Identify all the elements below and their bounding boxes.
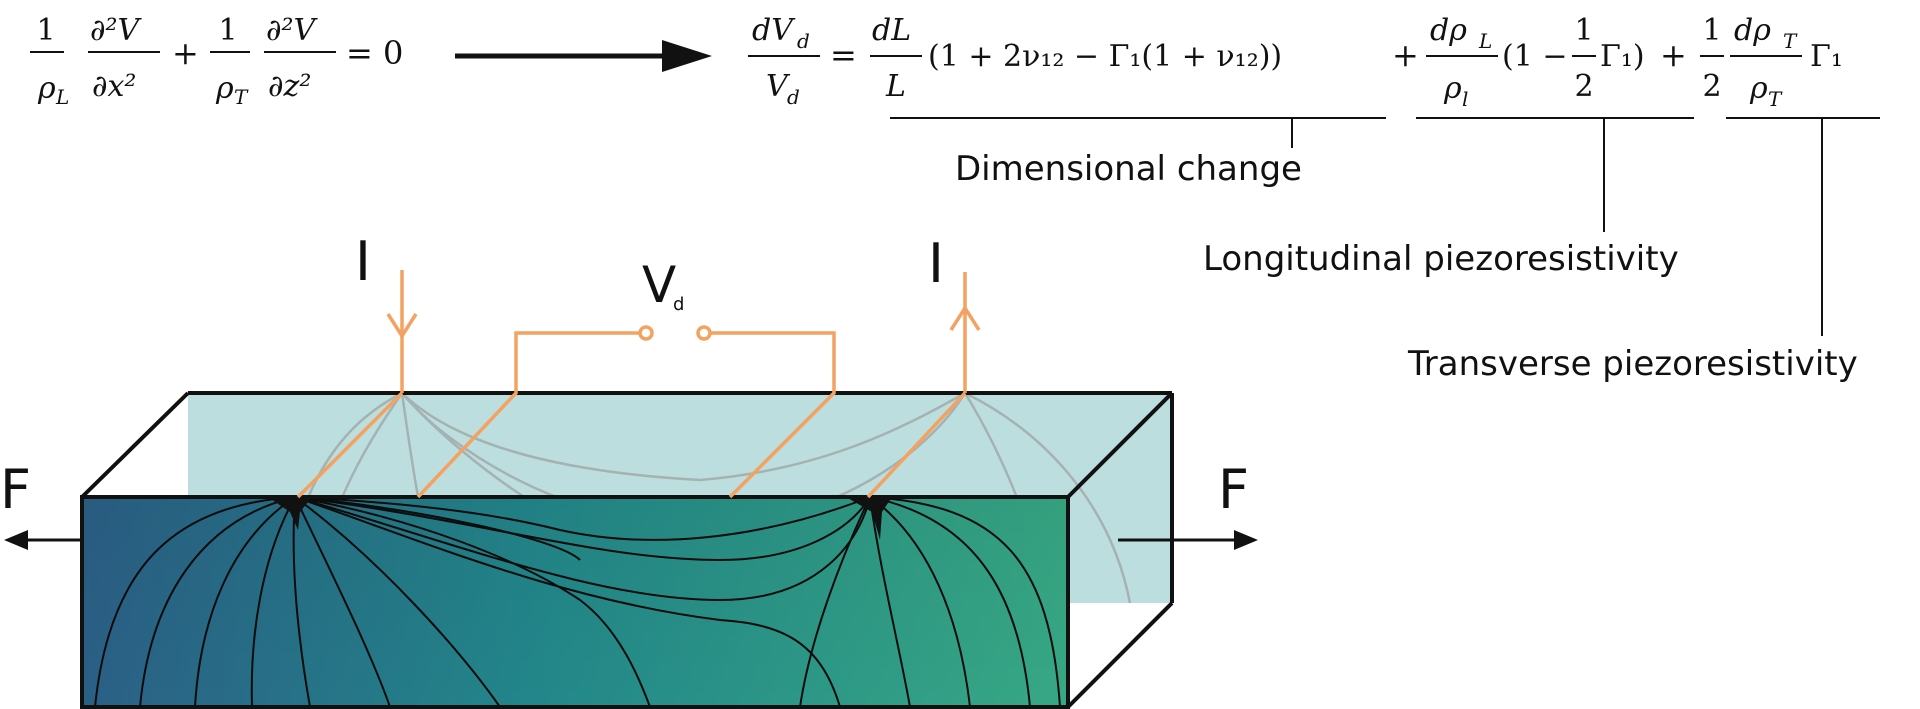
eq-right-dVd-sub: d	[797, 29, 810, 53]
transition-arrow-head	[662, 40, 712, 72]
eq-left-dz2: ∂z²	[268, 69, 311, 104]
box-top-left-edge	[80, 391, 190, 499]
eq-left-rho-L: ρ	[37, 71, 56, 106]
force-arrow-left-head	[4, 530, 28, 550]
eq-left-dx2: ∂x²	[92, 69, 136, 104]
eq-right-dVd: dV	[752, 13, 796, 48]
box-front-outline	[80, 495, 1070, 709]
term-annotations	[890, 117, 1880, 336]
eq-right-drhoL-sub: L	[1478, 29, 1492, 53]
eq-left-plus: +	[172, 34, 199, 72]
eq-right-gamma-end: Γ₁	[1810, 39, 1843, 74]
eq-left-one-b: 1	[218, 13, 237, 48]
box-top-right-edge	[1066, 391, 1174, 499]
label-force-right: F	[1218, 458, 1249, 521]
voltage-probe-left	[416, 331, 646, 499]
voltage-change-equation: dV d V d = dL L (1 + 2ν₁₂ − Γ₁(1 + ν₁₂))…	[748, 13, 1843, 111]
label-voltage: V	[642, 256, 676, 314]
eq-right-Vd-sub: d	[787, 85, 800, 109]
voltage-probe-right	[710, 331, 836, 499]
eq-right-drhoT-sub: T	[1783, 29, 1798, 53]
eq-right-half-den-a: 2	[1574, 69, 1593, 104]
current-out-lead	[866, 391, 967, 499]
eq-right-half-num-b: 1	[1702, 13, 1721, 48]
voltage-terminal-left	[638, 325, 654, 341]
eq-left-d2V-a: ∂²V	[90, 13, 143, 48]
eq-right-term2-open: (1 −	[1502, 39, 1567, 74]
eq-left-equals-zero: = 0	[346, 34, 403, 72]
eq-right-rhol-sub: l	[1462, 87, 1468, 111]
eq-left-rho-L-sub: L	[55, 85, 69, 109]
eq-right-plus-2: +	[1660, 36, 1687, 74]
current-source-marker	[268, 497, 312, 530]
eq-left-d2V-b: ∂²V	[266, 13, 319, 48]
laplace-equation: 1 ρ L ∂²V ∂x² + 1 ρ T ∂²V ∂z² = 0	[30, 13, 403, 109]
eq-left-one-a: 1	[36, 13, 55, 48]
eq-right-rhoT: ρ	[1749, 71, 1768, 106]
eq-right-equals: =	[830, 36, 857, 74]
label-dimensional-change: Dimensional change	[955, 149, 1302, 189]
voltage-terminal-right	[696, 325, 712, 341]
eq-right-half-den-b: 2	[1702, 69, 1721, 104]
eq-left-rho-T: ρ	[215, 71, 234, 106]
label-transverse-piezoresistivity: Transverse piezoresistivity	[1407, 344, 1858, 384]
eq-left-rho-T-sub: T	[234, 85, 249, 109]
electrical-wiring	[296, 270, 981, 499]
specimen-box	[80, 391, 1174, 709]
eq-right-Vd: V	[766, 69, 791, 104]
current-in-lead	[296, 391, 404, 499]
label-current-out: I	[928, 232, 944, 295]
eq-right-drhoT: dρ	[1734, 13, 1771, 48]
eq-right-rhoT-sub: T	[1768, 87, 1783, 111]
current-in-arrowhead	[386, 313, 418, 340]
eq-right-half-num-a: 1	[1574, 13, 1593, 48]
eq-right-L: L	[885, 69, 906, 104]
force-arrow-right-head	[1234, 530, 1258, 550]
eq-right-term1: (1 + 2ν₁₂ − Γ₁(1 + ν₁₂))	[928, 39, 1282, 74]
current-sink-marker	[846, 497, 892, 540]
label-current-in: I	[355, 230, 371, 293]
box-bottom-right-edge	[1066, 601, 1174, 709]
label-voltage-sub: d	[673, 294, 684, 315]
eq-right-rhol: ρ	[1443, 71, 1462, 106]
front-face-streamlines	[94, 496, 1061, 708]
label-force-left: F	[0, 458, 31, 521]
eq-right-plus-1: +	[1392, 36, 1419, 74]
eq-right-dL: dL	[872, 13, 911, 48]
transition-arrow	[455, 40, 712, 72]
eq-right-term2-close: Γ₁)	[1600, 39, 1645, 74]
eq-right-drhoL: dρ	[1430, 13, 1467, 48]
current-out-arrowhead	[949, 304, 981, 331]
force-arrows	[4, 530, 1258, 550]
label-longitudinal-piezoresistivity: Longitudinal piezoresistivity	[1203, 239, 1679, 279]
